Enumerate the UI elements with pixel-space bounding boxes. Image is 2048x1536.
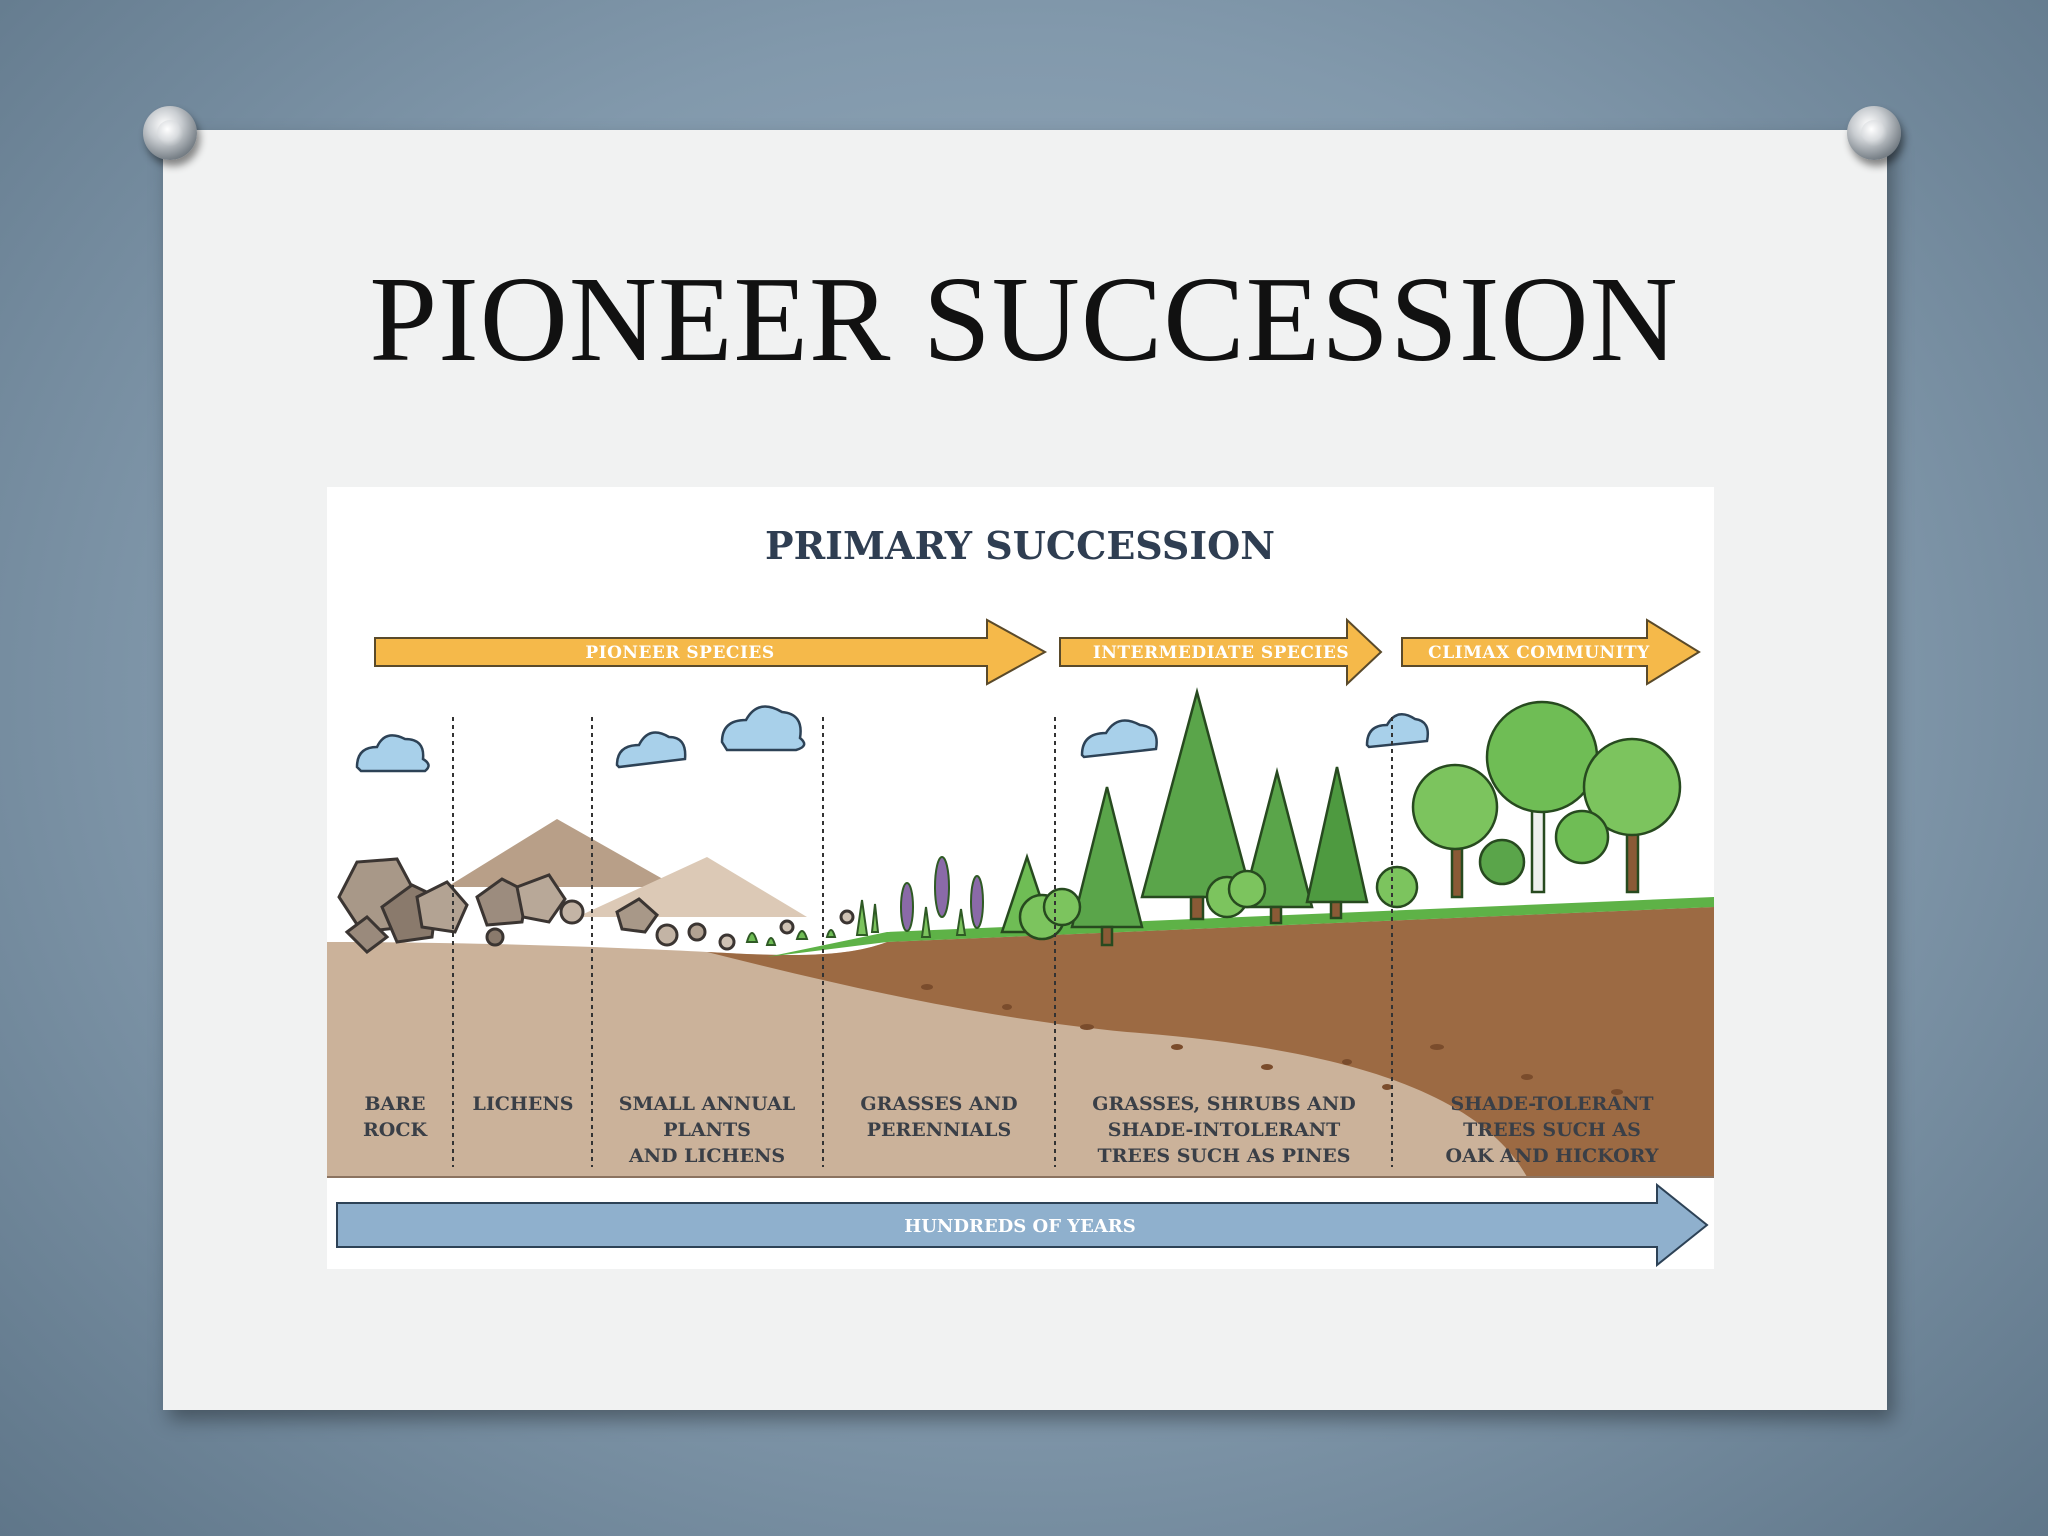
mountain-back (447, 819, 677, 887)
pushpin-left-icon (143, 106, 197, 160)
soil-dark (707, 907, 1714, 1177)
svg-text:LICHENS: LICHENS (473, 1093, 574, 1115)
svg-text:SMALL ANNUAL: SMALL ANNUAL (619, 1093, 795, 1115)
svg-text:ROCK: ROCK (363, 1119, 428, 1141)
svg-text:PLANTS: PLANTS (663, 1119, 751, 1141)
stage-label-grasses: GRASSES AND PERENNIALS (860, 1093, 1017, 1141)
deciduous-trees (1411, 700, 1682, 899)
grass-layer (767, 897, 1714, 957)
diagram-title: PRIMARY SUCCESSION (765, 523, 1275, 568)
primary-succession-figure: PRIMARY SUCCESSION PIONEER SPECIES INTER… (327, 487, 1714, 1269)
slide-title: PIONEER SUCCESSION (369, 252, 1679, 387)
pushpin-right-icon (1847, 106, 1901, 160)
svg-text:GRASSES, SHRUBS AND: GRASSES, SHRUBS AND (1092, 1093, 1356, 1115)
phase-label-climax: CLIMAX COMMUNITY (1428, 643, 1650, 663)
svg-text:BARE: BARE (364, 1093, 425, 1115)
stage-label-shrubs: GRASSES, SHRUBS AND SHADE-INTOLERANT TRE… (1092, 1093, 1356, 1167)
stage-dividers (452, 717, 1393, 1167)
stage-label-lichens: LICHENS (473, 1093, 574, 1115)
diagram-svg: PRIMARY SUCCESSION PIONEER SPECIES INTER… (327, 523, 1714, 1268)
timeline-label: HUNDREDS OF YEARS (904, 1216, 1136, 1237)
phase-arrow-pioneer: PIONEER SPECIES (374, 618, 1048, 686)
svg-text:AND LICHENS: AND LICHENS (628, 1145, 785, 1167)
stage-label-bare-rock: BARE ROCK (363, 1093, 428, 1141)
svg-text:TREES SUCH AS PINES: TREES SUCH AS PINES (1097, 1145, 1350, 1167)
svg-text:SHADE-TOLERANT: SHADE-TOLERANT (1450, 1093, 1653, 1115)
shrubs (1018, 865, 1419, 941)
stage-label-shade-tolerant: SHADE-TOLERANT TREES SUCH AS OAK AND HIC… (1446, 1093, 1659, 1167)
svg-text:PERENNIALS: PERENNIALS (867, 1119, 1012, 1141)
small-plants (745, 929, 837, 946)
svg-text:TREES SUCH AS: TREES SUCH AS (1463, 1119, 1641, 1141)
svg-text:OAK AND HICKORY: OAK AND HICKORY (1446, 1145, 1659, 1167)
boulders (337, 857, 855, 954)
phase-arrow-intermediate: INTERMEDIATE SPECIES (1059, 617, 1383, 687)
phase-label-intermediate: INTERMEDIATE SPECIES (1093, 643, 1349, 663)
svg-text:GRASSES AND: GRASSES AND (860, 1093, 1017, 1115)
phase-arrow-climax: CLIMAX COMMUNITY (1401, 618, 1701, 686)
clouds (355, 705, 1429, 773)
stage-label-small-annual: SMALL ANNUAL PLANTS AND LICHENS (619, 1093, 795, 1167)
phase-label-pioneer: PIONEER SPECIES (585, 643, 774, 663)
conifer-trees (1000, 687, 1369, 947)
timeline-arrow: HUNDREDS OF YEARS (336, 1182, 1709, 1268)
svg-text:SHADE-INTOLERANT: SHADE-INTOLERANT (1108, 1119, 1340, 1141)
soil-specks (921, 984, 1623, 1095)
